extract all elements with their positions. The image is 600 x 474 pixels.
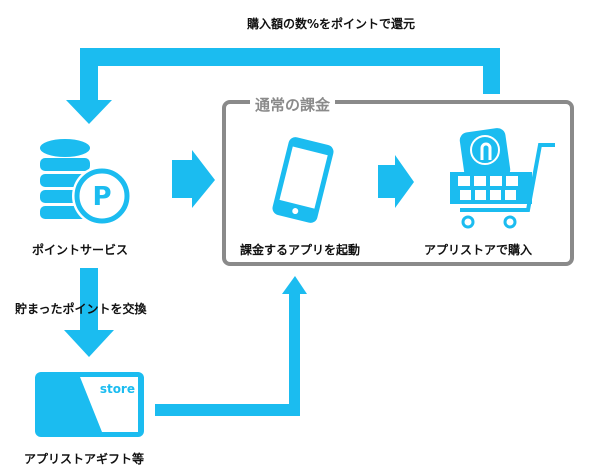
card-text: store <box>100 382 135 396</box>
purchase-label: アプリストアで購入 <box>424 243 533 257</box>
diagram-title: 購入額の数%をポイントで還元 <box>247 17 416 31</box>
coins-icon: P <box>40 139 132 226</box>
down-arrow <box>64 268 114 357</box>
return-loop-arrow <box>66 48 500 124</box>
gift-label: アプリストアギフト等 <box>24 452 145 466</box>
gift-card-icon: store <box>35 372 144 437</box>
normal-billing-label: 通常の課金 <box>250 94 336 115</box>
smartphone-icon <box>272 137 334 223</box>
normal-billing-box <box>222 100 574 266</box>
coin-letter: P <box>92 182 111 212</box>
shopping-cart-icon <box>450 128 555 229</box>
point-service-label: ポイントサービス <box>32 243 129 257</box>
right-arrow <box>172 150 215 208</box>
up-arrow <box>155 276 307 416</box>
launch-app-label: 課金するアプリを起動 <box>240 243 361 257</box>
right-arrow <box>378 155 414 208</box>
exchange-label: 貯まったポイントを交換 <box>15 302 147 316</box>
